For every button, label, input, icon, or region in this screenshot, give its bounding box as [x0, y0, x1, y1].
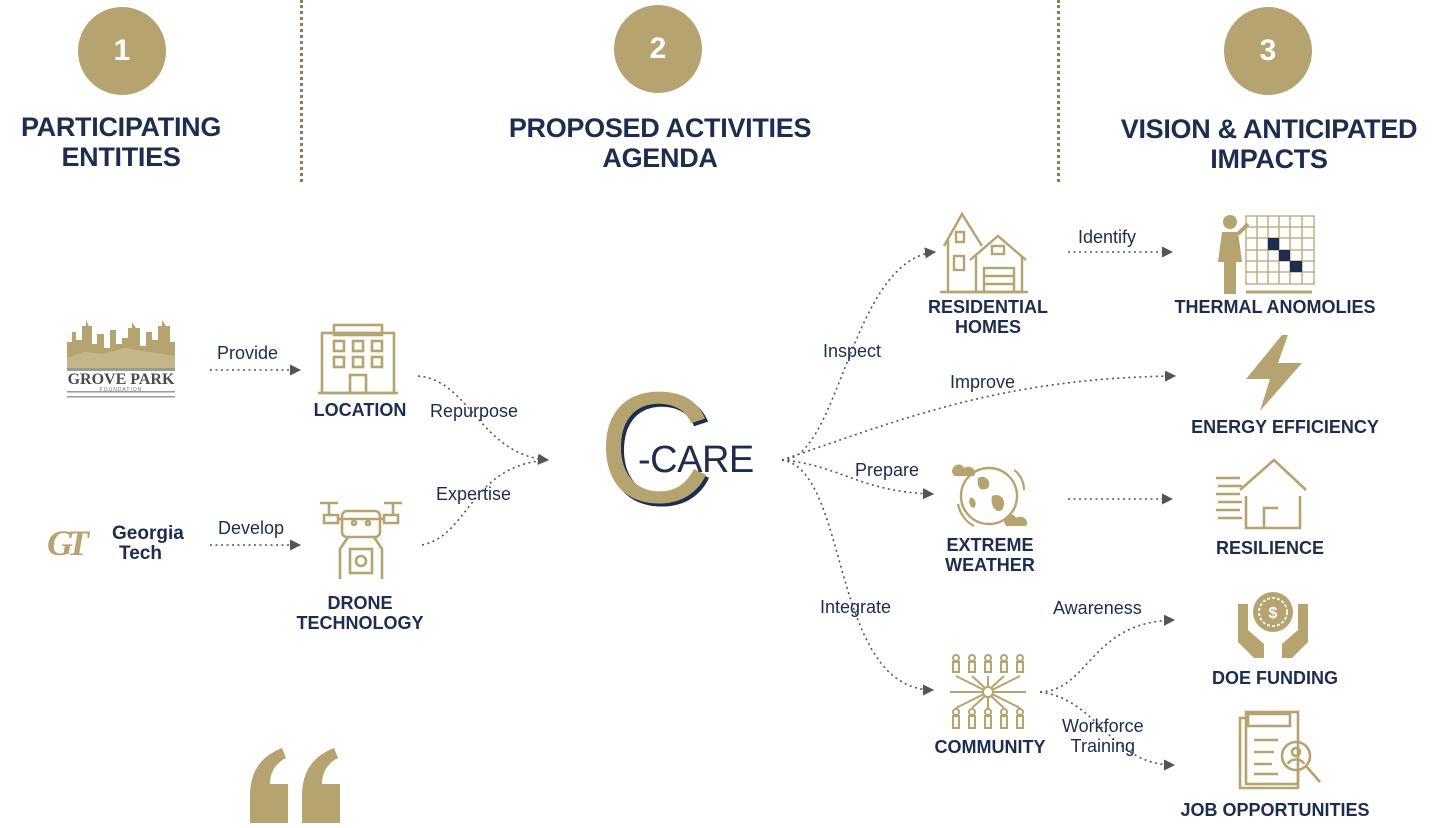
job-search-icon	[1238, 710, 1322, 790]
svg-text:$: $	[1269, 605, 1278, 622]
location-label: LOCATION	[313, 400, 407, 420]
column-divider-left	[300, 0, 303, 182]
community-label: COMMUNITY	[934, 737, 1046, 757]
gt-name-line2: Tech	[119, 543, 162, 564]
edge-label-provide: Provide	[217, 343, 279, 363]
resilience-label: RESILIENCE	[1215, 538, 1325, 558]
column-divider-right	[1057, 0, 1060, 182]
extreme-weather-icon	[948, 456, 1030, 534]
edge-label-identify: Identify	[1078, 227, 1137, 247]
grove-park-sub: FOUNDATION	[99, 387, 143, 393]
edge-label-prepare: Prepare	[855, 460, 920, 480]
arrow-expertise	[421, 459, 549, 546]
energy-efficiency-label: ENERGY EFFICIENCY	[1191, 417, 1379, 437]
thermal-inspection-icon	[1212, 212, 1316, 296]
edge-label-integrate: Integrate	[820, 597, 892, 617]
houses-icon	[940, 210, 1028, 294]
lightning-bolt-icon	[1244, 335, 1304, 411]
edge-label-expertise: Expertise	[436, 484, 512, 504]
edge-label-repurpose: Repurpose	[430, 401, 519, 421]
arrow-workforce	[1039, 691, 1176, 771]
doe-funding-label: DOE FUNDING	[1212, 668, 1338, 688]
resilient-house-icon	[1214, 456, 1310, 532]
step-3-badge: 3	[1224, 7, 1312, 95]
arrow-repurpose	[417, 375, 550, 465]
grove-park-name: GROVE PARK	[67, 371, 175, 388]
drone-icon	[318, 499, 404, 581]
building-icon	[318, 323, 398, 395]
edge-label-awareness: Awareness	[1053, 598, 1142, 618]
funding-hands-icon: $	[1234, 584, 1312, 662]
gt-monogram: GT	[47, 523, 89, 563]
step-2-badge: 2	[614, 5, 702, 93]
quote-mark-icon	[242, 748, 346, 823]
arrow-integrate	[781, 459, 935, 696]
arrow-inspect	[781, 247, 937, 461]
c-care-big-c-shadow: C	[601, 363, 716, 539]
arrow-improve	[781, 370, 1177, 461]
c-care-text: -CARE	[638, 439, 754, 481]
grove-park-logo: GROVE PARK FOUNDATION	[64, 318, 178, 400]
c-care-logo: C C -CARE	[598, 369, 768, 530]
thermal-anomalies-label: THERMAL ANOMOLIES	[1174, 297, 1376, 317]
arrow-prepare	[781, 459, 935, 500]
c-care-big-c: C	[598, 360, 713, 536]
edge-label-develop: Develop	[218, 518, 285, 538]
step-1-badge: 1	[78, 7, 166, 95]
gt-name-line1: Georgia	[112, 523, 184, 544]
arrow-awareness	[1039, 614, 1176, 693]
job-opportunities-label: JOB OPPORTUNITIES	[1180, 800, 1370, 820]
community-network-icon	[948, 654, 1028, 734]
edge-label-inspect: Inspect	[823, 341, 882, 361]
edge-label-improve: Improve	[950, 372, 1016, 392]
georgia-tech-logo: GT Georgia Tech	[47, 523, 197, 565]
